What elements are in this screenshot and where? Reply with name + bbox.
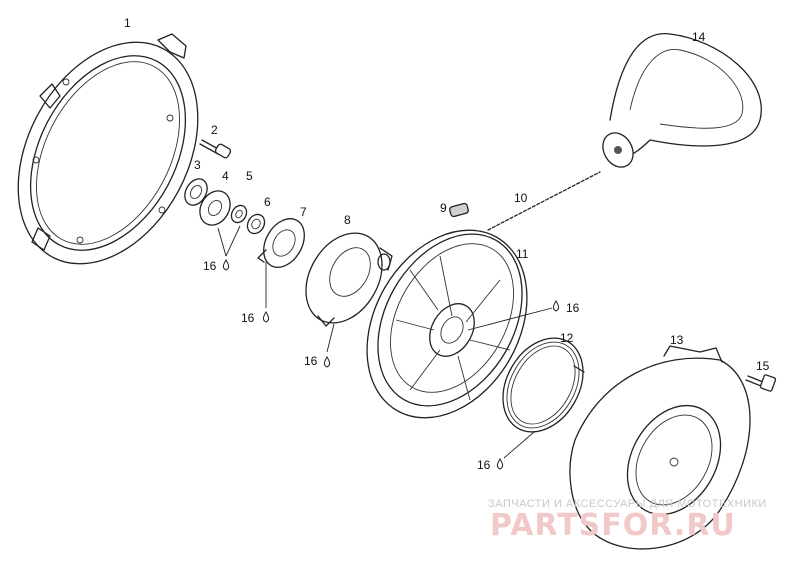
- label-part-1: 1: [124, 16, 131, 30]
- lube-callout-e: 16: [477, 431, 535, 472]
- part-8-spring-case: [305, 232, 393, 327]
- lube-callout-a: 16: [203, 225, 241, 273]
- part-15-screw: [745, 374, 777, 392]
- label-part-12: 12: [560, 331, 574, 345]
- part-9-key: [449, 202, 469, 218]
- part-3-washer: [184, 178, 208, 206]
- label-part-11: 11: [516, 247, 529, 261]
- oil-drop-icon: [262, 311, 270, 323]
- label-part-8: 8: [344, 213, 351, 227]
- lube-callout-b: 16: [241, 262, 270, 325]
- oil-drop-icon: [222, 259, 230, 271]
- label-part-9: 9: [440, 201, 447, 215]
- label-part-15: 15: [756, 359, 770, 373]
- part-12-recoil-spring: [502, 337, 585, 433]
- label-lube-a: 16: [203, 259, 217, 273]
- part-4-pawl-plate: [199, 190, 231, 226]
- label-lube-d: 16: [566, 301, 580, 315]
- watermark-brand: PARTSFOR.RU: [490, 508, 736, 543]
- oil-drop-icon: [323, 356, 331, 368]
- oil-drop-icon: [496, 458, 504, 470]
- part-2-bolt: [199, 139, 232, 159]
- label-part-10: 10: [514, 191, 528, 205]
- label-part-13: 13: [670, 333, 684, 347]
- oil-drop-icon: [552, 300, 560, 312]
- label-part-6: 6: [264, 195, 271, 209]
- label-lube-b: 16: [241, 311, 255, 325]
- label-part-14: 14: [692, 30, 706, 44]
- part-11-rope-pulley: [366, 229, 528, 419]
- part-10-starter-rope: [487, 171, 601, 231]
- part-14-starter-handle: [602, 33, 762, 168]
- lube-callout-d: 16: [467, 300, 580, 331]
- lube-callout-c: 16: [304, 323, 335, 368]
- label-part-5: 5: [246, 169, 253, 183]
- label-part-3: 3: [194, 158, 201, 172]
- part-13-starter-cover: [569, 345, 751, 550]
- label-lube-e: 16: [477, 458, 491, 472]
- label-part-2: 2: [211, 123, 218, 137]
- label-part-4: 4: [222, 169, 229, 183]
- part-7-ratchet-cam: [257, 218, 305, 268]
- label-lube-c: 16: [304, 354, 318, 368]
- part-1-housing-ring: [17, 33, 199, 265]
- label-part-7: 7: [300, 205, 307, 219]
- watermark-tagline: ЗАПЧАСТИ И АКСЕССУАРЫ ДЛЯ МОТОТЕХНИКИ: [488, 498, 767, 510]
- part-6-bushing: [246, 213, 266, 235]
- part-5-small-washer: [230, 204, 248, 224]
